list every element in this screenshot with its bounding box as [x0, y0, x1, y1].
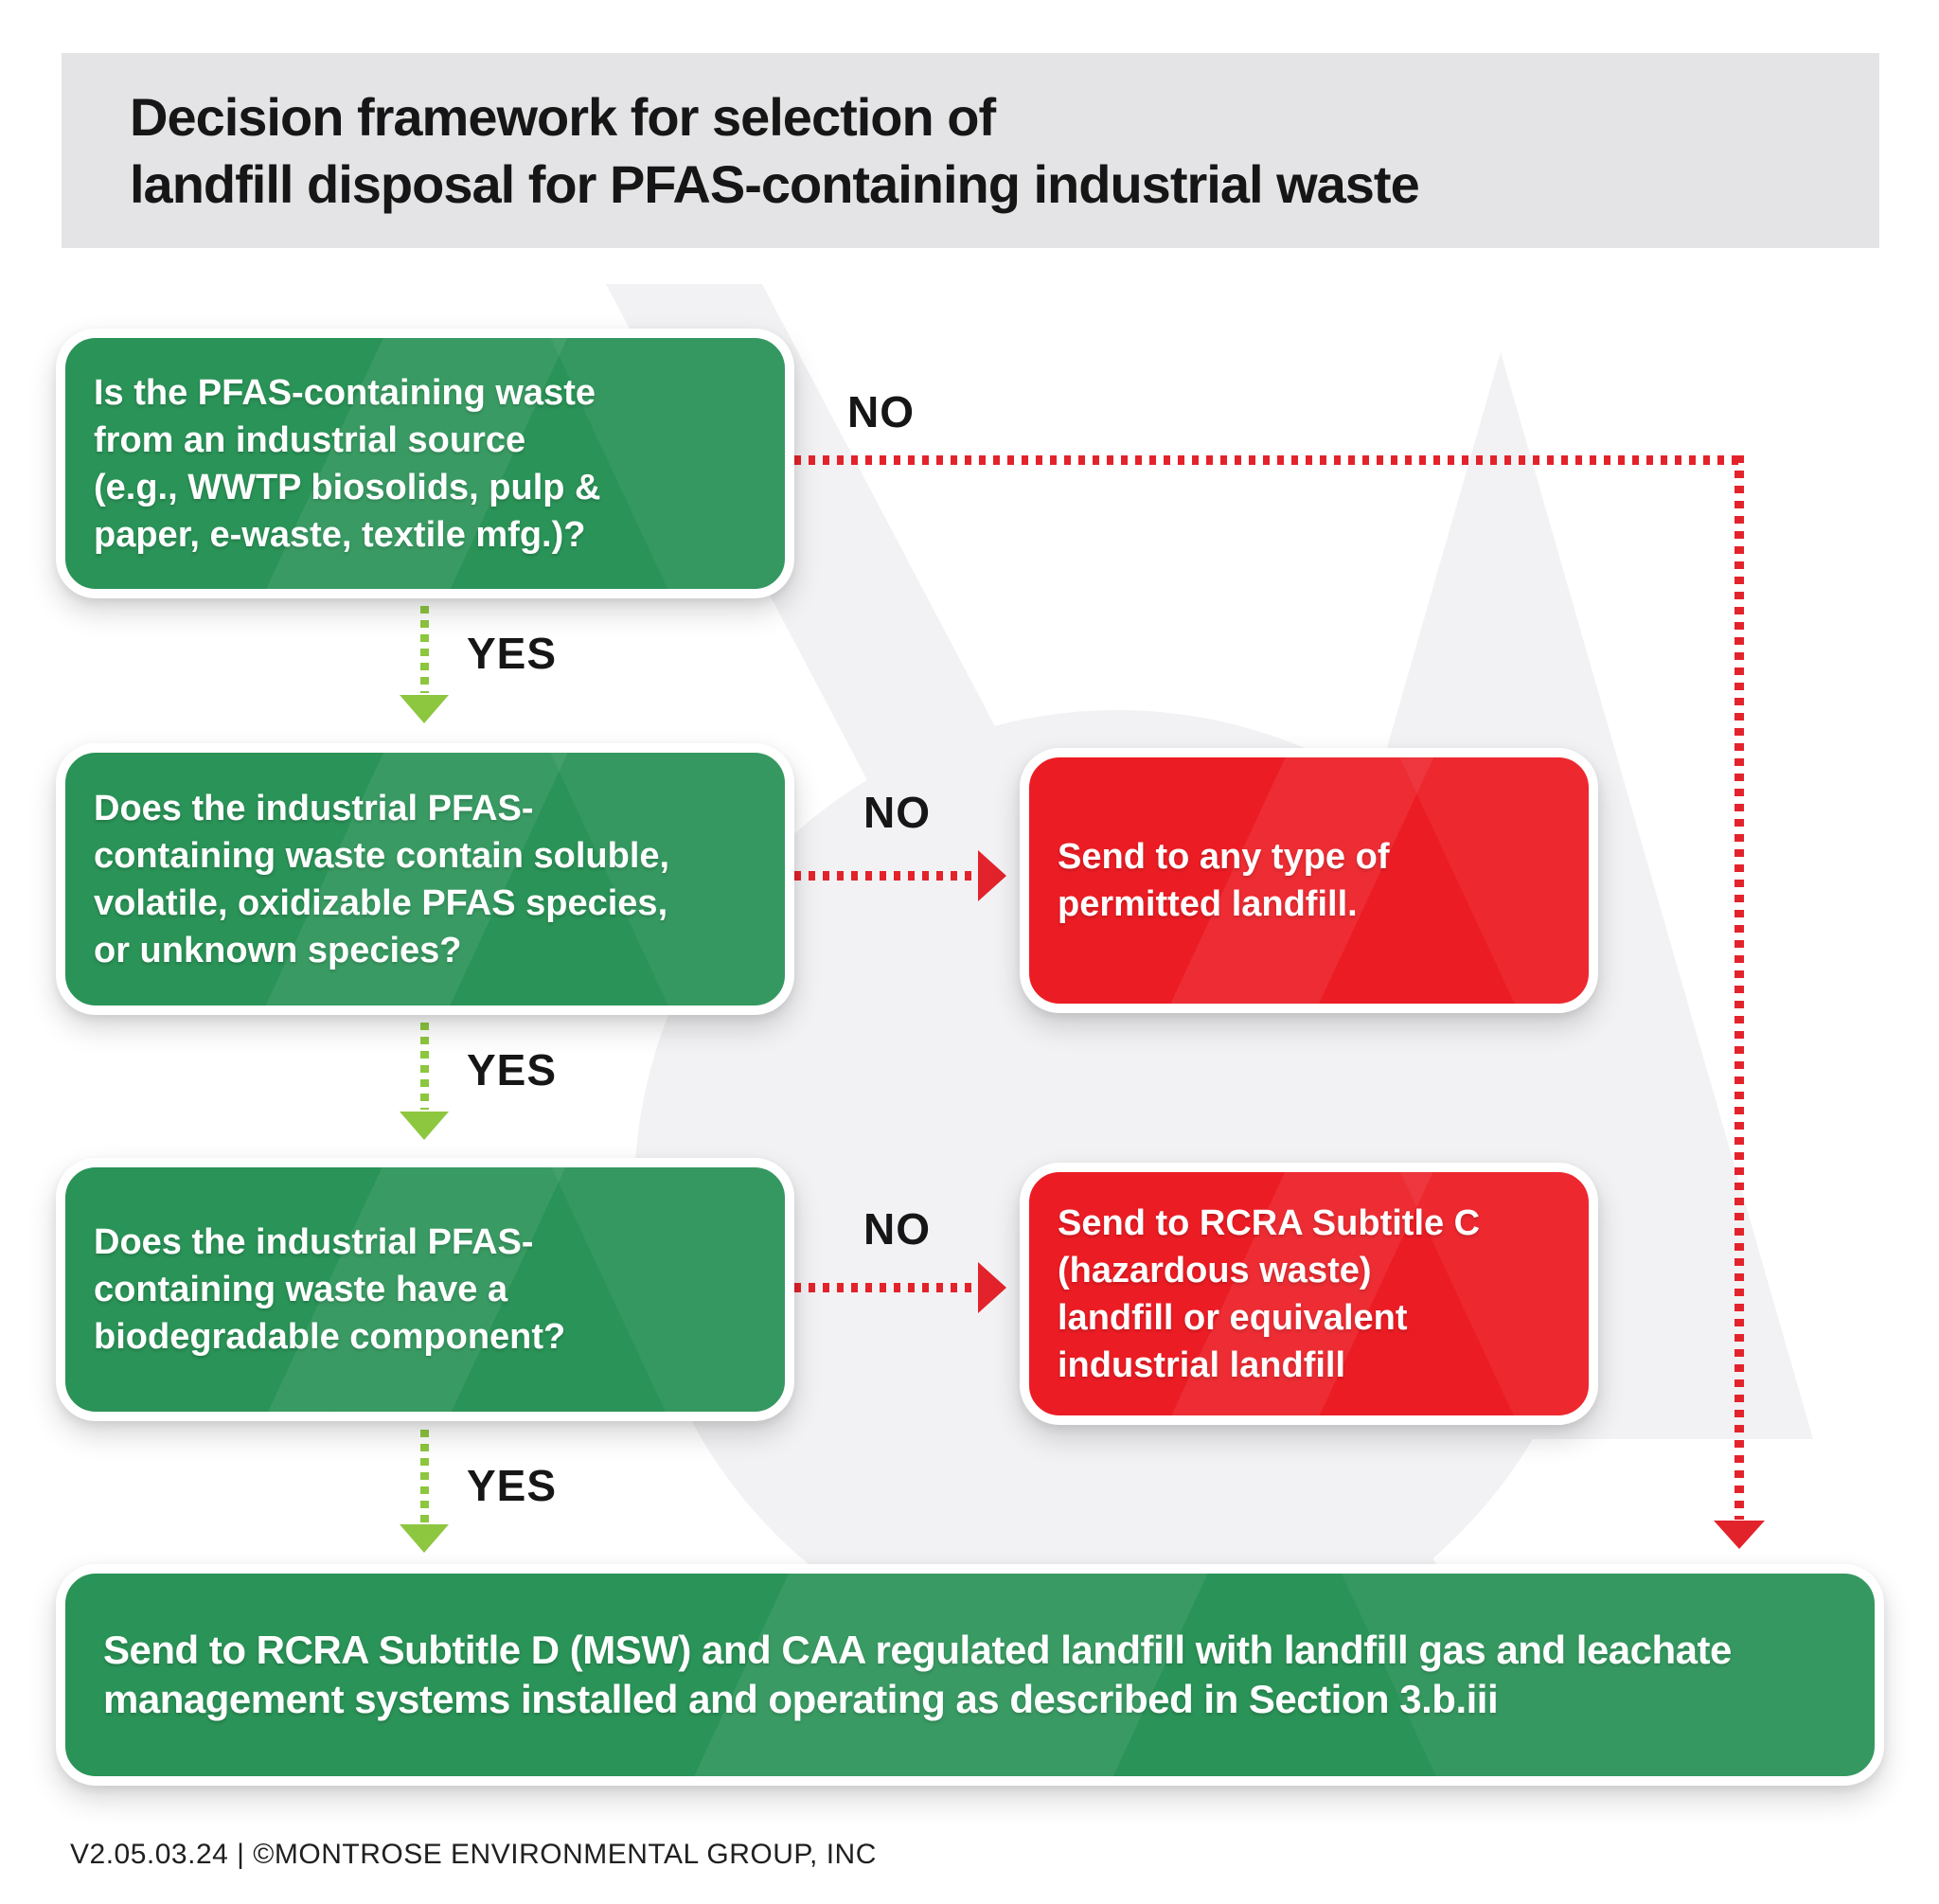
- question-text-line: volatile, oxidizable PFAS species,: [94, 882, 668, 923]
- no-connector-1-vertical: [1734, 455, 1744, 1520]
- no-label-3: NO: [863, 1204, 931, 1254]
- outcome-text-line: permitted landfill.: [1058, 884, 1358, 924]
- question-text-line: Does the industrial PFAS-: [94, 1222, 534, 1262]
- page-title-line1: Decision framework for selection of: [130, 87, 996, 147]
- version-copyright-text: V2.05.03.24 | ©MONTROSE ENVIRONMENTAL GR…: [70, 1839, 877, 1870]
- outcome-box-rcra-subtitle-c: Send to RCRA Subtitle C (hazardous waste…: [1020, 1163, 1598, 1425]
- yes-connector-2-arrowhead-icon: [400, 1112, 449, 1140]
- yes-connector-3-line: [420, 1430, 429, 1522]
- question-box-biodegradable: Does the industrial PFAS- containing was…: [56, 1158, 794, 1421]
- no-connector-3-line: [794, 1283, 978, 1292]
- yes-connector-2-line: [420, 1023, 429, 1110]
- outcome-text-line: management systems installed and operati…: [103, 1677, 1499, 1721]
- yes-label-3: YES: [467, 1461, 558, 1510]
- outcome-text-line: (hazardous waste): [1058, 1250, 1372, 1290]
- no-label-1: NO: [847, 387, 915, 436]
- question-text-line: Does the industrial PFAS-: [94, 788, 534, 828]
- question-text-line: paper, e-waste, textile mfg.)?: [94, 514, 586, 555]
- question-text-line: biodegradable component?: [94, 1317, 566, 1357]
- outcome-text-line: Send to RCRA Subtitle D (MSW) and CAA re…: [103, 1628, 1732, 1672]
- question-text-line: Is the PFAS-containing waste: [94, 372, 596, 413]
- outcome-text-line: Send to any type of: [1058, 837, 1390, 877]
- question-text-line: containing waste have a: [94, 1270, 508, 1309]
- outcome-box-rcra-subtitle-d: Send to RCRA Subtitle D (MSW) and CAA re…: [56, 1564, 1884, 1786]
- title-bar: Decision framework for selection of land…: [62, 53, 1879, 248]
- question-text-line: (e.g., WWTP biosolids, pulp &: [94, 467, 601, 507]
- question-text-line: containing waste contain soluble,: [94, 835, 670, 876]
- no-connector-2-line: [794, 871, 978, 881]
- yes-label-2: YES: [467, 1045, 558, 1094]
- no-connector-1-horizontal: [794, 455, 1743, 465]
- outcome-text-line: Send to RCRA Subtitle C: [1058, 1202, 1481, 1243]
- question-box-industrial-source: Is the PFAS-containing waste from an ind…: [56, 329, 794, 598]
- question-text-line: or unknown species?: [94, 930, 462, 970]
- yes-connector-1-line: [420, 606, 429, 693]
- no-connector-1-arrowhead-icon: [1714, 1521, 1765, 1549]
- question-box-soluble-species: Does the industrial PFAS- containing was…: [56, 743, 794, 1015]
- outcome-text-line: landfill or equivalent: [1058, 1297, 1408, 1338]
- question-text-line: from an industrial source: [94, 419, 526, 460]
- outcome-text-line: industrial landfill: [1058, 1344, 1346, 1385]
- no-connector-2-arrowhead-icon: [978, 850, 1006, 901]
- no-label-2: NO: [863, 788, 931, 837]
- yes-connector-1-arrowhead-icon: [400, 695, 449, 723]
- page-title-line2: landfill disposal for PFAS-containing in…: [130, 154, 1420, 214]
- no-connector-3-arrowhead-icon: [978, 1262, 1006, 1313]
- outcome-box-any-permitted-landfill: Send to any type of permitted landfill.: [1020, 748, 1598, 1013]
- yes-label-1: YES: [467, 629, 558, 678]
- yes-connector-3-arrowhead-icon: [400, 1524, 449, 1553]
